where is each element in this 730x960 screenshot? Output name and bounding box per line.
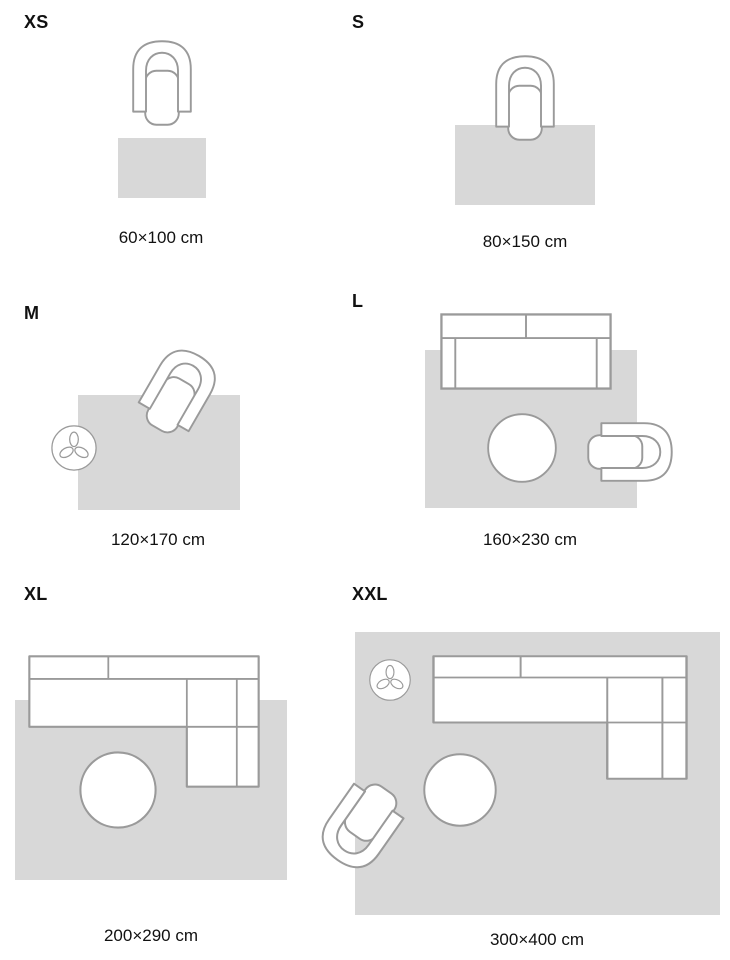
size-dimension-m: 120×170 cm bbox=[110, 530, 206, 549]
illustration-xxl bbox=[311, 632, 720, 915]
plant-icon bbox=[51, 425, 97, 471]
armchair-icon bbox=[495, 55, 555, 141]
illustration-xs bbox=[118, 40, 206, 198]
rug-xs bbox=[118, 138, 206, 198]
coffee-table-icon bbox=[79, 751, 157, 829]
size-dimension-s: 80×150 cm bbox=[482, 232, 568, 251]
illustration-xl bbox=[15, 655, 287, 880]
size-label-l: L bbox=[352, 291, 364, 311]
armchair-icon bbox=[132, 40, 192, 126]
size-dimension-l: 160×230 cm bbox=[482, 530, 578, 549]
plant-icon bbox=[369, 659, 411, 701]
size-dimension-xs: 60×100 cm bbox=[118, 228, 204, 247]
size-dimension-xxl: 300×400 cm bbox=[489, 930, 585, 949]
sofa-icon bbox=[440, 313, 612, 390]
coffee-table-icon bbox=[487, 413, 557, 483]
armchair-icon bbox=[587, 422, 673, 482]
size-label-xl: XL bbox=[24, 584, 48, 604]
size-dimension-xl: 200×290 cm bbox=[103, 926, 199, 945]
illustration-s bbox=[455, 55, 595, 205]
size-label-m: M bbox=[24, 303, 40, 323]
illustration-m bbox=[51, 340, 240, 510]
coffee-table-icon bbox=[423, 753, 497, 827]
size-label-xs: XS bbox=[24, 12, 49, 32]
size-label-s: S bbox=[352, 12, 365, 32]
size-label-xxl: XXL bbox=[352, 584, 388, 604]
illustration-l bbox=[425, 313, 673, 508]
